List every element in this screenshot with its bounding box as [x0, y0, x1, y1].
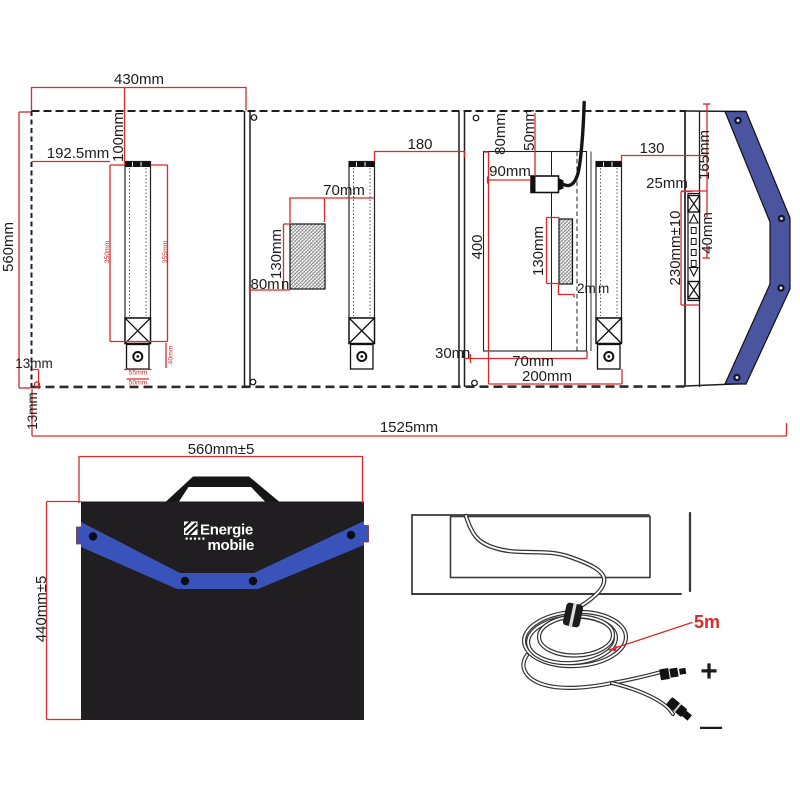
dim-50mm-strap-label: 50mm [129, 380, 148, 387]
strap-tab-right [363, 525, 369, 543]
dim-13mm-label: 13mm [15, 356, 53, 371]
dim-440mm5-label: 440mm±5 [33, 576, 50, 643]
dim-560mm5-label: 560mm±5 [188, 441, 255, 458]
grommet-icon [472, 114, 480, 122]
leg-strap-1 [124, 160, 152, 370]
dim-230mm-label: 230mm±10 [667, 211, 684, 286]
plus-symbol: + [700, 655, 718, 688]
dim-1525mm-label: 1525mm [380, 419, 438, 436]
dim-400-label: 400 [469, 234, 486, 259]
folded-panel-body [81, 501, 364, 720]
dim-80mm-s3-label: 80mm [492, 113, 509, 155]
dim-2m-label: 2m [577, 281, 596, 296]
cable-length-annotation: 5m [608, 612, 720, 652]
leg-strap-3 [595, 160, 623, 370]
brand-logo: Energie mobile [183, 520, 255, 554]
dimension-labels: 430mm 192.5mm 100mm 560mm 13mm 13mm 1525… [0, 71, 716, 436]
dim-165mm-label: 165mm [696, 130, 713, 180]
dim-25mm-label: 25mm [646, 175, 688, 192]
flap-buckle-strap [687, 192, 701, 302]
dim-40mm-flap-label: 40mm [699, 212, 716, 254]
grommet-red-icon [33, 381, 41, 388]
dim-55mm-label: 55mm [129, 370, 148, 377]
carry-handle [166, 476, 279, 502]
folded-panel-figure: Energie mobile 560mm±5 440mm±5 [33, 441, 369, 721]
dim-70mm-s2-label: 70mm [323, 182, 365, 199]
velcro-patch-section2 [289, 223, 326, 290]
velcro-patch-section3 [558, 218, 574, 285]
fold-flap [724, 110, 791, 385]
dim-180-label: 180 [407, 136, 432, 153]
minus-symbol: — [700, 714, 722, 739]
dim-40mm-strap-label: 40mm [168, 345, 175, 364]
brand-name-line1: Energie [200, 522, 253, 539]
grommet-icon [471, 379, 478, 387]
brand-name-line2: mobile [208, 537, 255, 554]
solar-cable [463, 513, 675, 716]
dim-430mm-label: 430mm [114, 71, 164, 88]
strap-tab-left [76, 526, 82, 545]
flap-rivets [733, 116, 786, 382]
dim-130-flap-label: 130 [639, 140, 664, 157]
dim-2m-label-b: m [598, 281, 609, 296]
dim-130mm-s3-label: 130mm [530, 226, 547, 276]
grommet-icon [249, 378, 257, 386]
unfolded-panel-figure: 430mm 192.5mm 100mm 560mm 13mm 13mm 1525… [0, 71, 791, 437]
cable-figure: + — 5m [411, 511, 722, 739]
dim-350mm-label: 350mm [104, 240, 111, 263]
cable-tie-clip [562, 602, 584, 628]
dim-80mm-s2-label-b: n [281, 276, 289, 293]
panel-back-outline [411, 511, 692, 595]
dim-560mm-label: 560mm [0, 222, 17, 272]
v-strap-band [81, 521, 364, 589]
dim-355mm-label: 355mm [162, 240, 169, 263]
dim-192mm-label: 192.5mm [47, 145, 110, 162]
dimension-lines [18, 86, 788, 437]
grommets [33, 114, 480, 388]
dim-13mm-vertical-label: 13mm [25, 392, 40, 430]
dim-100mm-label: 100mm [110, 112, 127, 162]
dim-30mm-label-b: n [462, 345, 470, 362]
leg-strap-2 [348, 160, 376, 370]
dim-30mm-label: 30m [435, 345, 464, 362]
mc4-connector-plus [659, 667, 687, 681]
mc4-connector-minus [666, 697, 692, 721]
cable-length-label: 5m [694, 612, 720, 632]
dim-200mm-label: 200mm [522, 368, 572, 385]
junction-box [530, 100, 586, 194]
dim-80mm-s2-label: 80m [251, 276, 280, 293]
output-cable [561, 100, 586, 188]
flap-blue-band [724, 110, 791, 385]
grommet-icon [250, 114, 258, 121]
folded-panel-dimensions: 560mm±5 440mm±5 [33, 441, 364, 721]
dim-90mm-label: 90mm [489, 163, 531, 180]
brand-logo-dots [185, 537, 205, 540]
dim-50mm-s3-label: 50mm [521, 109, 538, 151]
strap-rivets [88, 530, 356, 586]
dim-70mm-s3-label: 70mm [512, 353, 554, 370]
dim-130mm-s2-label: 130mm [268, 229, 285, 279]
